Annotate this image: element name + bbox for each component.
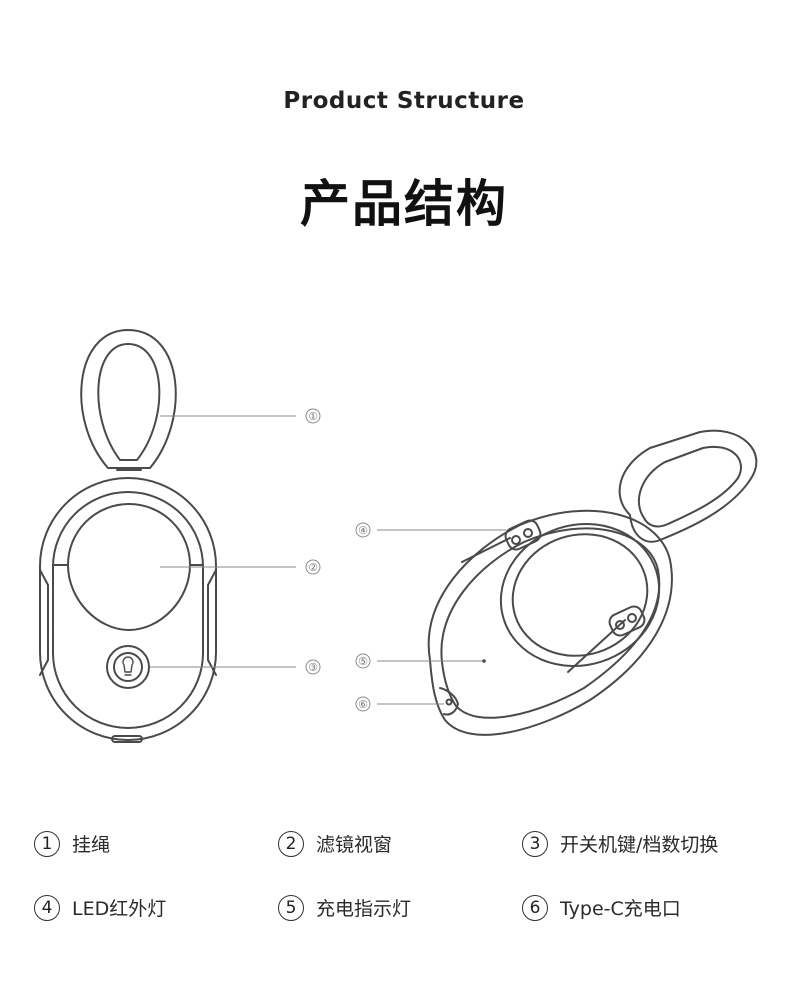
legend-item-charging-indicator: 5 充电指示灯 — [278, 894, 411, 921]
legend-item-power-button: 3 开关机键/档数切换 — [522, 830, 718, 857]
callout-5 — [355, 653, 371, 669]
filter-window-side — [499, 522, 661, 668]
callout-3-label: ③ — [308, 661, 318, 674]
legend-label: 挂绳 — [72, 834, 111, 856]
legend-number: 3 — [522, 830, 548, 857]
led-module-bottom — [608, 605, 646, 637]
callout-5-label: ⑤ — [358, 655, 368, 668]
callout-3 — [305, 659, 321, 675]
legend-label: 充电指示灯 — [316, 898, 412, 920]
legend: 1 挂绳 2 滤镜视窗 3 开关机键/档数切换 4 LED红外灯 5 充电指示灯… — [0, 825, 790, 935]
legend-label: LED红外灯 — [72, 898, 167, 920]
legend-number: 2 — [278, 830, 304, 857]
power-button — [106, 645, 150, 689]
led-module-top — [504, 519, 542, 551]
callout-6 — [355, 696, 371, 712]
legend-number: 5 — [278, 894, 304, 921]
legend-label: 滤镜视窗 — [316, 834, 393, 856]
filter-window-front — [67, 503, 191, 631]
legend-item-type-c-port: 6 Type-C充电口 — [522, 894, 681, 921]
lanyard-clip-front — [80, 329, 177, 469]
lanyard-clip-side — [618, 429, 758, 543]
charging-indicator-dot — [482, 659, 486, 663]
type-c-port — [439, 687, 459, 716]
device-body-side — [427, 509, 673, 736]
callout-4-label: ④ — [358, 524, 368, 537]
legend-item-lanyard: 1 挂绳 — [34, 830, 110, 857]
legend-item-led: 4 LED红外灯 — [34, 894, 166, 921]
legend-label: Type-C充电口 — [560, 898, 681, 920]
callout-1-label: ① — [308, 410, 318, 423]
legend-label: 开关机键/档数切换 — [560, 834, 719, 856]
diagram-svg: ① ② ③ ④ ⑤ ⑥ — [39, 329, 758, 743]
callout-6-label: ⑥ — [358, 698, 368, 711]
callout-2-label: ② — [308, 561, 318, 574]
legend-number: 1 — [34, 830, 60, 857]
callout-2 — [305, 559, 321, 575]
callout-4 — [355, 522, 371, 538]
legend-item-filter-window: 2 滤镜视窗 — [278, 830, 392, 857]
legend-number: 4 — [34, 894, 60, 921]
title-english: Product Structure — [283, 88, 525, 114]
legend-number: 6 — [522, 894, 548, 921]
product-structure-diagram: ① ② ③ ④ ⑤ ⑥ — [0, 300, 790, 770]
device-body-front — [39, 477, 217, 741]
title-chinese: 产品结构 — [300, 175, 508, 233]
callout-1 — [305, 408, 321, 424]
